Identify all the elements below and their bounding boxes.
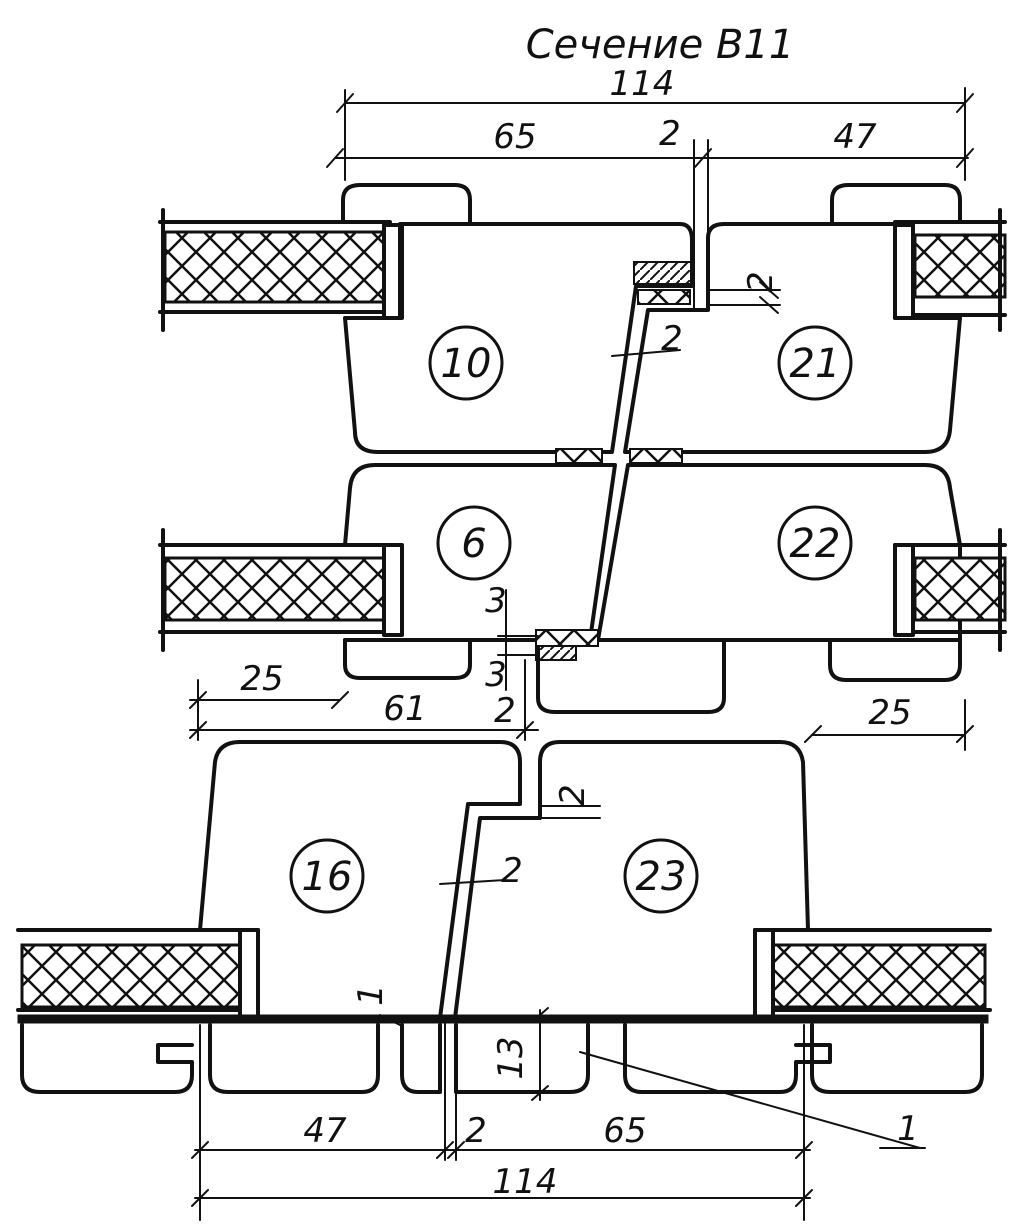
dim-mid-gap-a: 3 — [485, 581, 507, 621]
upper-row — [158, 183, 1007, 464]
dim-height-13: 13 — [491, 1036, 531, 1079]
middle-row — [158, 463, 1007, 714]
panel-label-23: 23 — [636, 854, 687, 900]
dim-step-bottom: 2 — [553, 784, 593, 806]
dim-top-total: 114 — [610, 64, 675, 104]
dim-mid-2: 2 — [494, 691, 516, 731]
callout-leader — [579, 1051, 921, 1149]
panel-label-22: 22 — [790, 521, 841, 567]
dim-bottom-gap: 2 — [465, 1111, 487, 1151]
panel-label-16: 16 — [302, 854, 353, 900]
panel-label-21: 21 — [790, 341, 841, 387]
panel-mark-22 — [777, 505, 853, 581]
dim-diag-top: 2 — [661, 319, 683, 359]
dim-mid-gap-b: 3 — [485, 655, 507, 695]
dim-bottom-total: 114 — [493, 1162, 558, 1202]
panel-label-6: 6 — [461, 521, 486, 567]
top-dimensions — [326, 87, 974, 311]
dim-top-right: 47 — [833, 117, 877, 157]
panel-mark-10 — [428, 325, 504, 401]
dim-step-top: 2 — [741, 271, 781, 293]
dim-diag-bottom: 2 — [501, 851, 523, 891]
lower-row — [16, 740, 992, 1094]
dim-left-25: 25 — [240, 659, 283, 699]
dim-left-61: 61 — [383, 689, 426, 729]
panel-mark-21 — [777, 325, 853, 401]
panel-label-10: 10 — [441, 341, 492, 387]
panel-mark-6 — [436, 505, 512, 581]
dim-gap-1: 1 — [351, 984, 391, 1006]
dim-bottom-left: 47 — [303, 1111, 347, 1151]
section-title: Сечение В11 — [526, 22, 795, 68]
panel-mark-16 — [289, 838, 365, 914]
callout-label: 1 — [897, 1109, 919, 1149]
dim-bottom-right: 65 — [603, 1111, 646, 1151]
panel-mark-23 — [623, 838, 699, 914]
middle-dimensions — [189, 679, 974, 751]
dim-top-gap: 2 — [659, 114, 681, 154]
dim-right-25: 25 — [868, 693, 911, 733]
bottom-dimensions — [191, 1019, 813, 1221]
dim-top-left: 65 — [493, 117, 536, 157]
